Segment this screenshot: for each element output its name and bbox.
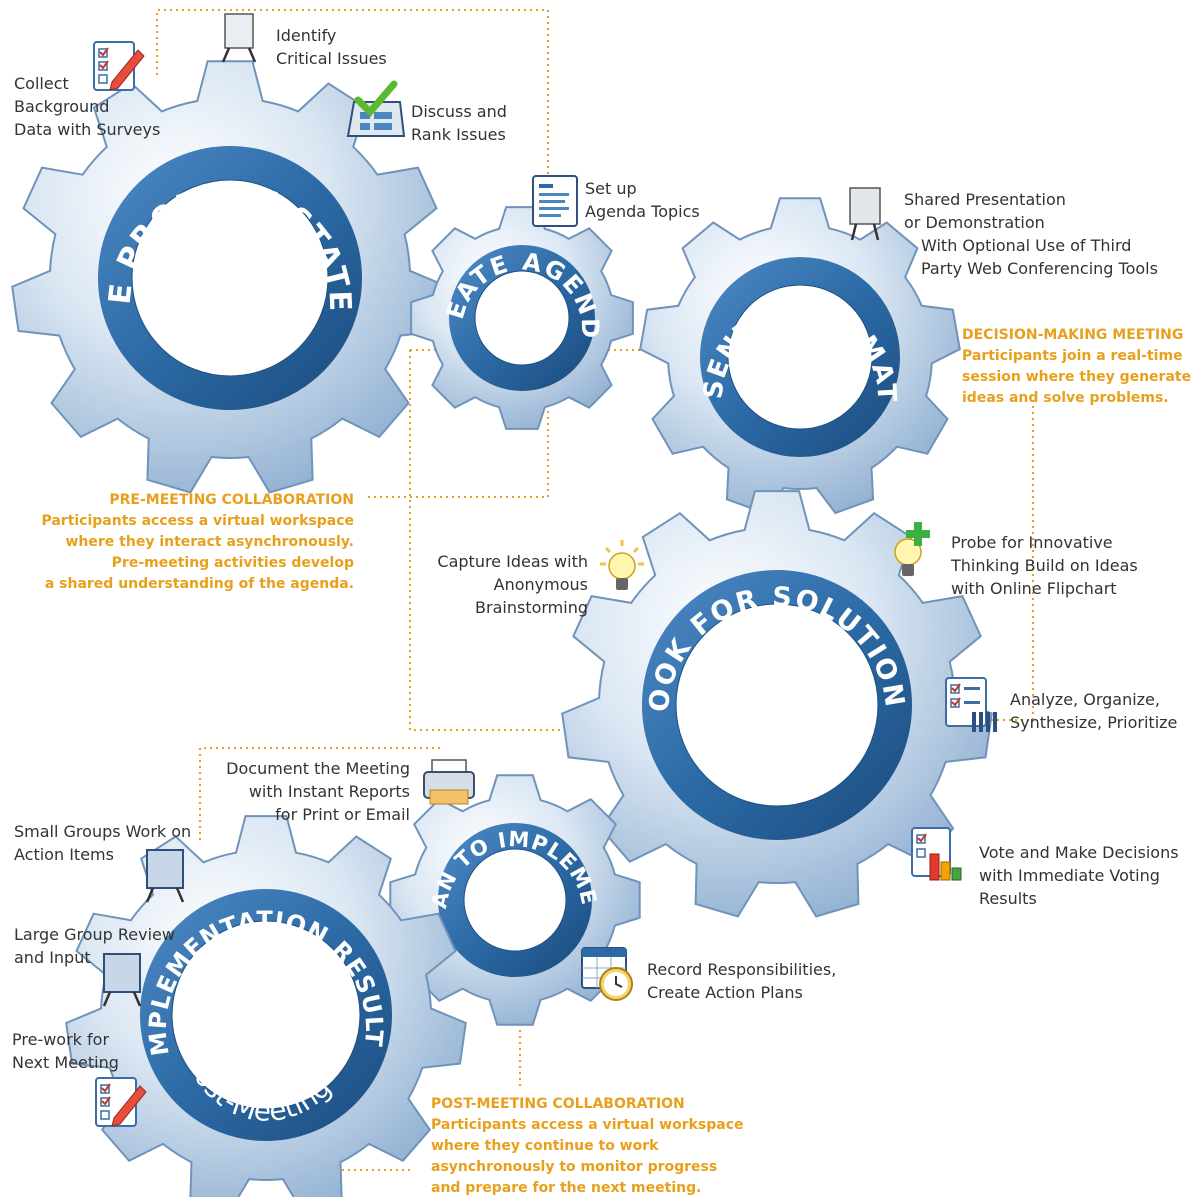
presentation-easel-icon [849,187,881,241]
define-problem-gear-hole [131,179,329,377]
decision-meeting-callout-title: DECISION-MAKING MEETING [962,327,1184,343]
voting-chart-icon [911,827,962,881]
create-agenda-gear [410,206,634,430]
implementation-results-gear [65,815,467,1197]
create-agenda-gear-ring [449,245,595,391]
post-meeting-callout: POST-MEETING COLLABORATION Participants … [431,1096,744,1196]
lightbulb-icon [600,540,644,590]
record-responsibilities-label: Record Responsibilities,Create Action Pl… [647,960,837,1002]
create-agenda-gear-hole [474,270,570,366]
printer-icon [423,759,475,805]
calendar-clock-icon [581,947,633,1001]
decision-meeting-callout: DECISION-MAKING MEETING Participants joi… [962,327,1191,406]
pre-meeting-callout-title: PRE-MEETING COLLABORATION [109,492,354,508]
plan-to-implement-gear-ring [438,823,592,977]
gears-group [11,60,993,1197]
pre-meeting-callout: PRE-MEETING COLLABORATION Participants a… [41,492,354,592]
checkmark-board-icon [346,80,406,137]
implementation-results-gear-ring [140,889,392,1141]
define-problem-gear-ring [98,146,362,410]
look-for-solutions-gear [561,490,993,918]
present-information-gear [639,197,961,515]
flipchart-icon [221,13,257,63]
lightbulb-plus-icon [894,522,930,576]
analyze-organize-label: Analyze, Organize,Synthesize, Prioritize [1010,690,1178,732]
flipchart-icon [145,849,185,903]
present-information-gear-hole [727,284,873,430]
implementation-results-gear-hole [171,920,361,1110]
checklist-chart-icon [945,677,997,732]
present-information-gear-ring [700,257,900,457]
post-meeting-callout-title: POST-MEETING COLLABORATION [431,1096,685,1112]
look-for-solutions-gear-hole [675,603,879,807]
plan-to-implement-gear-hole [463,848,567,952]
define-problem-gear [11,60,449,494]
look-for-solutions-gear-ring [642,570,912,840]
flipchart-icon [102,953,142,1007]
agenda-document-icon [532,175,578,227]
plan-to-implement-gear [389,774,641,1026]
checklist-pencil-icon [93,41,145,91]
checklist-pencil-icon [95,1077,147,1127]
